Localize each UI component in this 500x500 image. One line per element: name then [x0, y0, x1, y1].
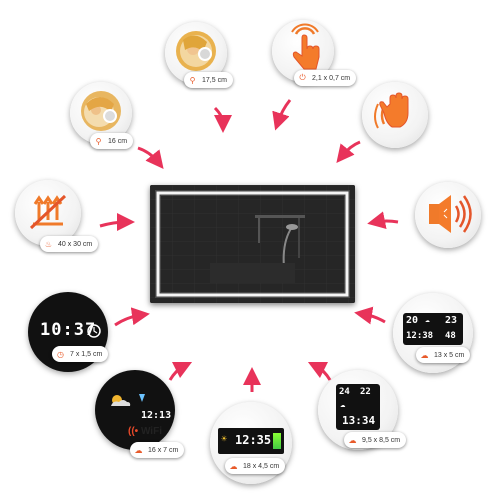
weather-station-b-display: 24 22 ☁ 13:34 — [336, 384, 380, 430]
arrow-gesture — [336, 140, 361, 164]
magnifier-small-dimension: 16 cm — [108, 137, 128, 145]
weather-station-a-display: 20 ☁ 23 12:38 48 — [403, 313, 463, 345]
magnifier-small-photo — [81, 91, 121, 131]
wifi-icon: ((• — [128, 426, 139, 437]
arrow-magnifier-large — [213, 106, 232, 133]
arrow-weather-b — [307, 361, 332, 381]
magnifier-mirror-photo — [176, 31, 216, 71]
antifog-dimension: 40 x 30 cm — [58, 240, 93, 248]
weather-station-b-badge: ☁ 9,5 x 8,5 cm — [344, 432, 407, 448]
arrow-antifog — [99, 213, 135, 232]
antifog-badge: ♨ 40 x 30 cm — [40, 236, 99, 252]
gesture-sensor-feature — [362, 82, 428, 148]
arrow-weather-a — [354, 306, 386, 325]
weather-wifi-time: 12:13 — [141, 410, 171, 421]
touch-switch-badge: ⏻ 2,1 x 0,7 cm — [294, 70, 357, 86]
weather-cloud-icon: ☁ — [425, 315, 430, 324]
power-icon: ⏻ — [299, 73, 306, 82]
clock-wide-display: ☀ 12:35 — [218, 428, 284, 454]
weather-station-b-dimension: 9,5 x 8,5 cm — [362, 436, 401, 444]
arrow-magnifier-small — [137, 146, 164, 170]
clock-wide-badge: ☁ 18 x 4,5 cm — [225, 458, 286, 474]
hand-wave-icon — [374, 92, 409, 129]
weather-icon: ☁ — [348, 435, 357, 445]
flame-icon: ♨ — [44, 239, 53, 249]
arrow-touch — [272, 99, 292, 131]
weather-icon: ☁ — [420, 350, 429, 360]
weather-station-b-cloud-icon: ☁ — [340, 400, 346, 410]
weather-icon: ☁ — [229, 461, 238, 471]
speaker-feature — [415, 182, 481, 248]
antifog-feature — [15, 180, 81, 246]
magnifier-small-badge: ⚲ 16 cm — [90, 133, 134, 149]
mirror-illustration — [150, 185, 355, 303]
clock-small-badge: ◷ 7 x 1,5 cm — [52, 346, 109, 362]
magnifier-icon: ⚲ — [189, 75, 196, 85]
clock-small-dimension: 7 x 1,5 cm — [70, 350, 103, 358]
magnifier-icon: ⚲ — [95, 136, 102, 146]
weather-wifi-badge: ☁ 16 x 7 cm — [130, 442, 185, 458]
touch-finger-icon — [291, 23, 320, 70]
clock-wide-dimension: 18 x 4,5 cm — [243, 462, 280, 470]
arrow-clock-small — [114, 307, 150, 327]
heat-icon — [29, 194, 67, 230]
wifi-label: ((• WiFi — [128, 426, 162, 437]
touch-switch-dimension: 2,1 x 0,7 cm — [312, 74, 351, 82]
weather-wifi-dimension: 16 x 7 cm — [148, 446, 179, 454]
clock-wide-sun-icon: ☀ — [221, 434, 228, 445]
weather-station-a-dimension: 13 x 5 cm — [434, 351, 465, 359]
clock-small-display: 10:37 — [40, 320, 97, 340]
arrow-speaker — [367, 211, 399, 230]
weather-icon: ☁ — [134, 445, 143, 455]
magnifier-large-badge: ⚲ 17,5 cm — [184, 72, 233, 88]
weather-wifi-feature: 12:13 — [95, 370, 175, 450]
weather-station-a-badge: ☁ 13 x 5 cm — [416, 347, 471, 363]
speaker-icon — [429, 195, 472, 233]
magnifier-large-dimension: 17,5 cm — [202, 76, 227, 84]
led-mirror-image — [150, 185, 355, 303]
clock-icon: ◷ — [57, 349, 64, 359]
clock-face-icon — [87, 324, 101, 338]
weather-wifi-display: 12:13 — [111, 394, 171, 421]
